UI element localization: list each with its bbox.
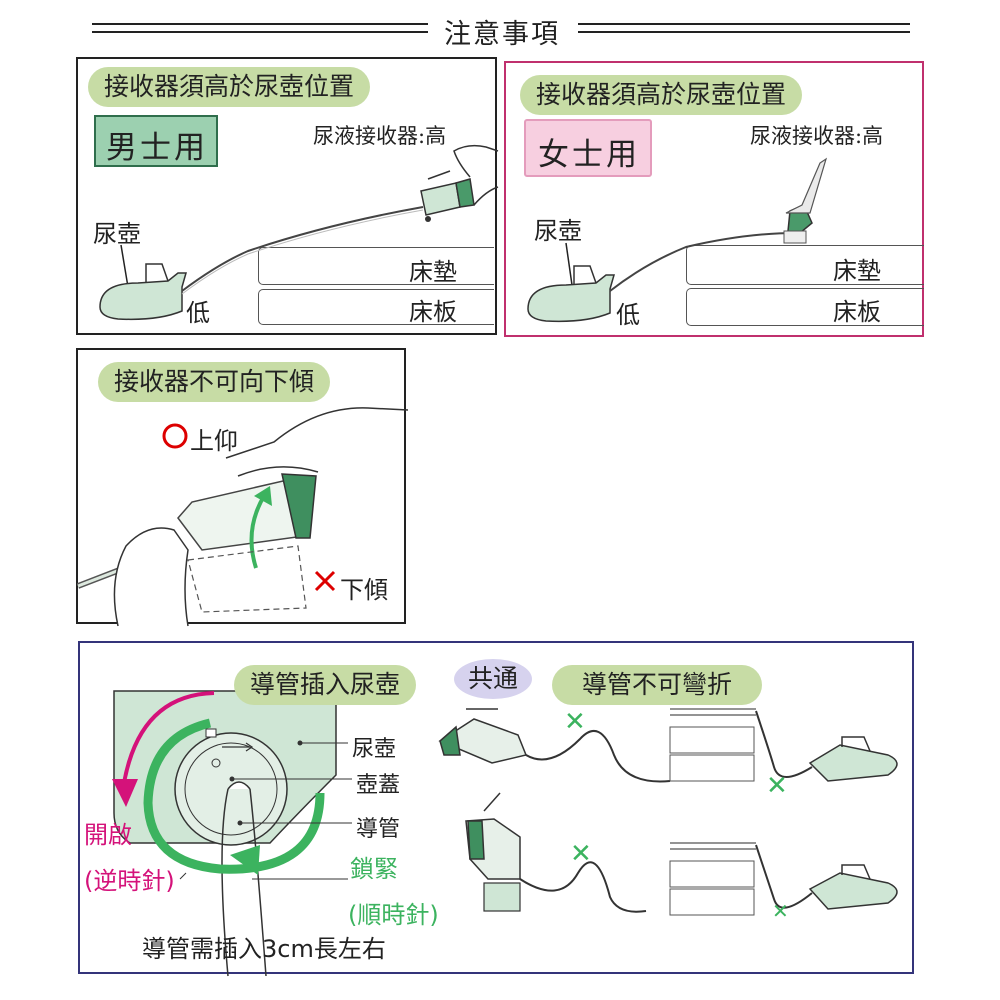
x-mark-female-tube: ✕: [570, 839, 592, 869]
male-height-pill: 接收器須高於尿壺位置: [88, 67, 371, 107]
male-mattress: 床墊: [258, 247, 494, 286]
male-low-label: 低: [186, 299, 210, 327]
tube-part-label: 導管: [356, 817, 401, 842]
tilt-pill: 接收器不可向下傾: [98, 362, 331, 402]
female-badge: 女士用: [524, 119, 652, 177]
female-panel: 接收器須高於尿壺位置 女士用 尿液接收器:高 尿壺 低 床墊 床板: [504, 61, 924, 337]
lid-part-label: 壺蓋: [356, 773, 401, 798]
female-receiver-label: 尿液接收器:高: [750, 124, 884, 148]
male-receiver-label: 尿液接收器:高: [313, 124, 447, 148]
ccw-label: (逆時針): [84, 867, 175, 895]
x-mark-female-bed: ✕: [772, 899, 789, 923]
female-low-label: 低: [616, 301, 640, 329]
female-mattress: 床墊: [686, 245, 924, 285]
male-illustration: [99, 144, 499, 321]
female-bedboard-label: 床板: [833, 298, 881, 326]
male-badge-text: 男士用: [106, 130, 208, 166]
female-bedboard: 床板: [686, 288, 924, 326]
open-label: 開啟: [84, 821, 132, 849]
male-panel: 接收器須高於尿壺位置 男士用 尿液接收器:高 尿壺 低 床墊 床板: [76, 57, 499, 335]
common-pill: 共通: [454, 659, 533, 699]
no-bend-pill: 導管不可彎折: [552, 665, 763, 705]
tilt-down-label: 下傾: [340, 576, 388, 604]
lock-label: 鎖緊: [350, 855, 398, 883]
female-illustration: [527, 157, 828, 323]
female-urinal-label: 尿壺: [534, 217, 582, 245]
tilt-up-label: 上仰: [190, 427, 238, 455]
male-badge: 男士用: [94, 115, 218, 167]
insert-note: 導管需插入3cm長左右: [142, 935, 386, 963]
female-mattress-label: 床墊: [833, 257, 881, 285]
urinal-part-label: 尿壺: [352, 737, 397, 762]
insert-tube-pill: 導管插入尿壺: [234, 665, 417, 705]
page-title: 注意事項: [444, 19, 560, 50]
cw-label: (順時針): [348, 901, 439, 929]
tube-illustration: [112, 690, 898, 977]
tilt-panel: 接收器不可向下傾 上仰 下傾: [76, 348, 409, 627]
male-bedboard-label: 床板: [409, 298, 457, 326]
female-badge-text: 女士用: [538, 137, 640, 173]
x-mark-male-bed: ✕: [766, 771, 788, 801]
male-bedboard: 床板: [258, 289, 494, 326]
female-height-pill: 接收器須高於尿壺位置: [520, 75, 803, 115]
x-mark-male-tube: ✕: [564, 707, 586, 737]
male-urinal-label: 尿壺: [93, 220, 141, 248]
male-mattress-label: 床墊: [409, 258, 457, 286]
header-rules: [92, 23, 910, 33]
tube-panel: 導管插入尿壺 共通 導管不可彎折 尿壺 壺蓋 導管 開啟 (逆時針) 鎖緊 (順…: [78, 641, 914, 977]
tilt-illustration: [76, 407, 409, 627]
